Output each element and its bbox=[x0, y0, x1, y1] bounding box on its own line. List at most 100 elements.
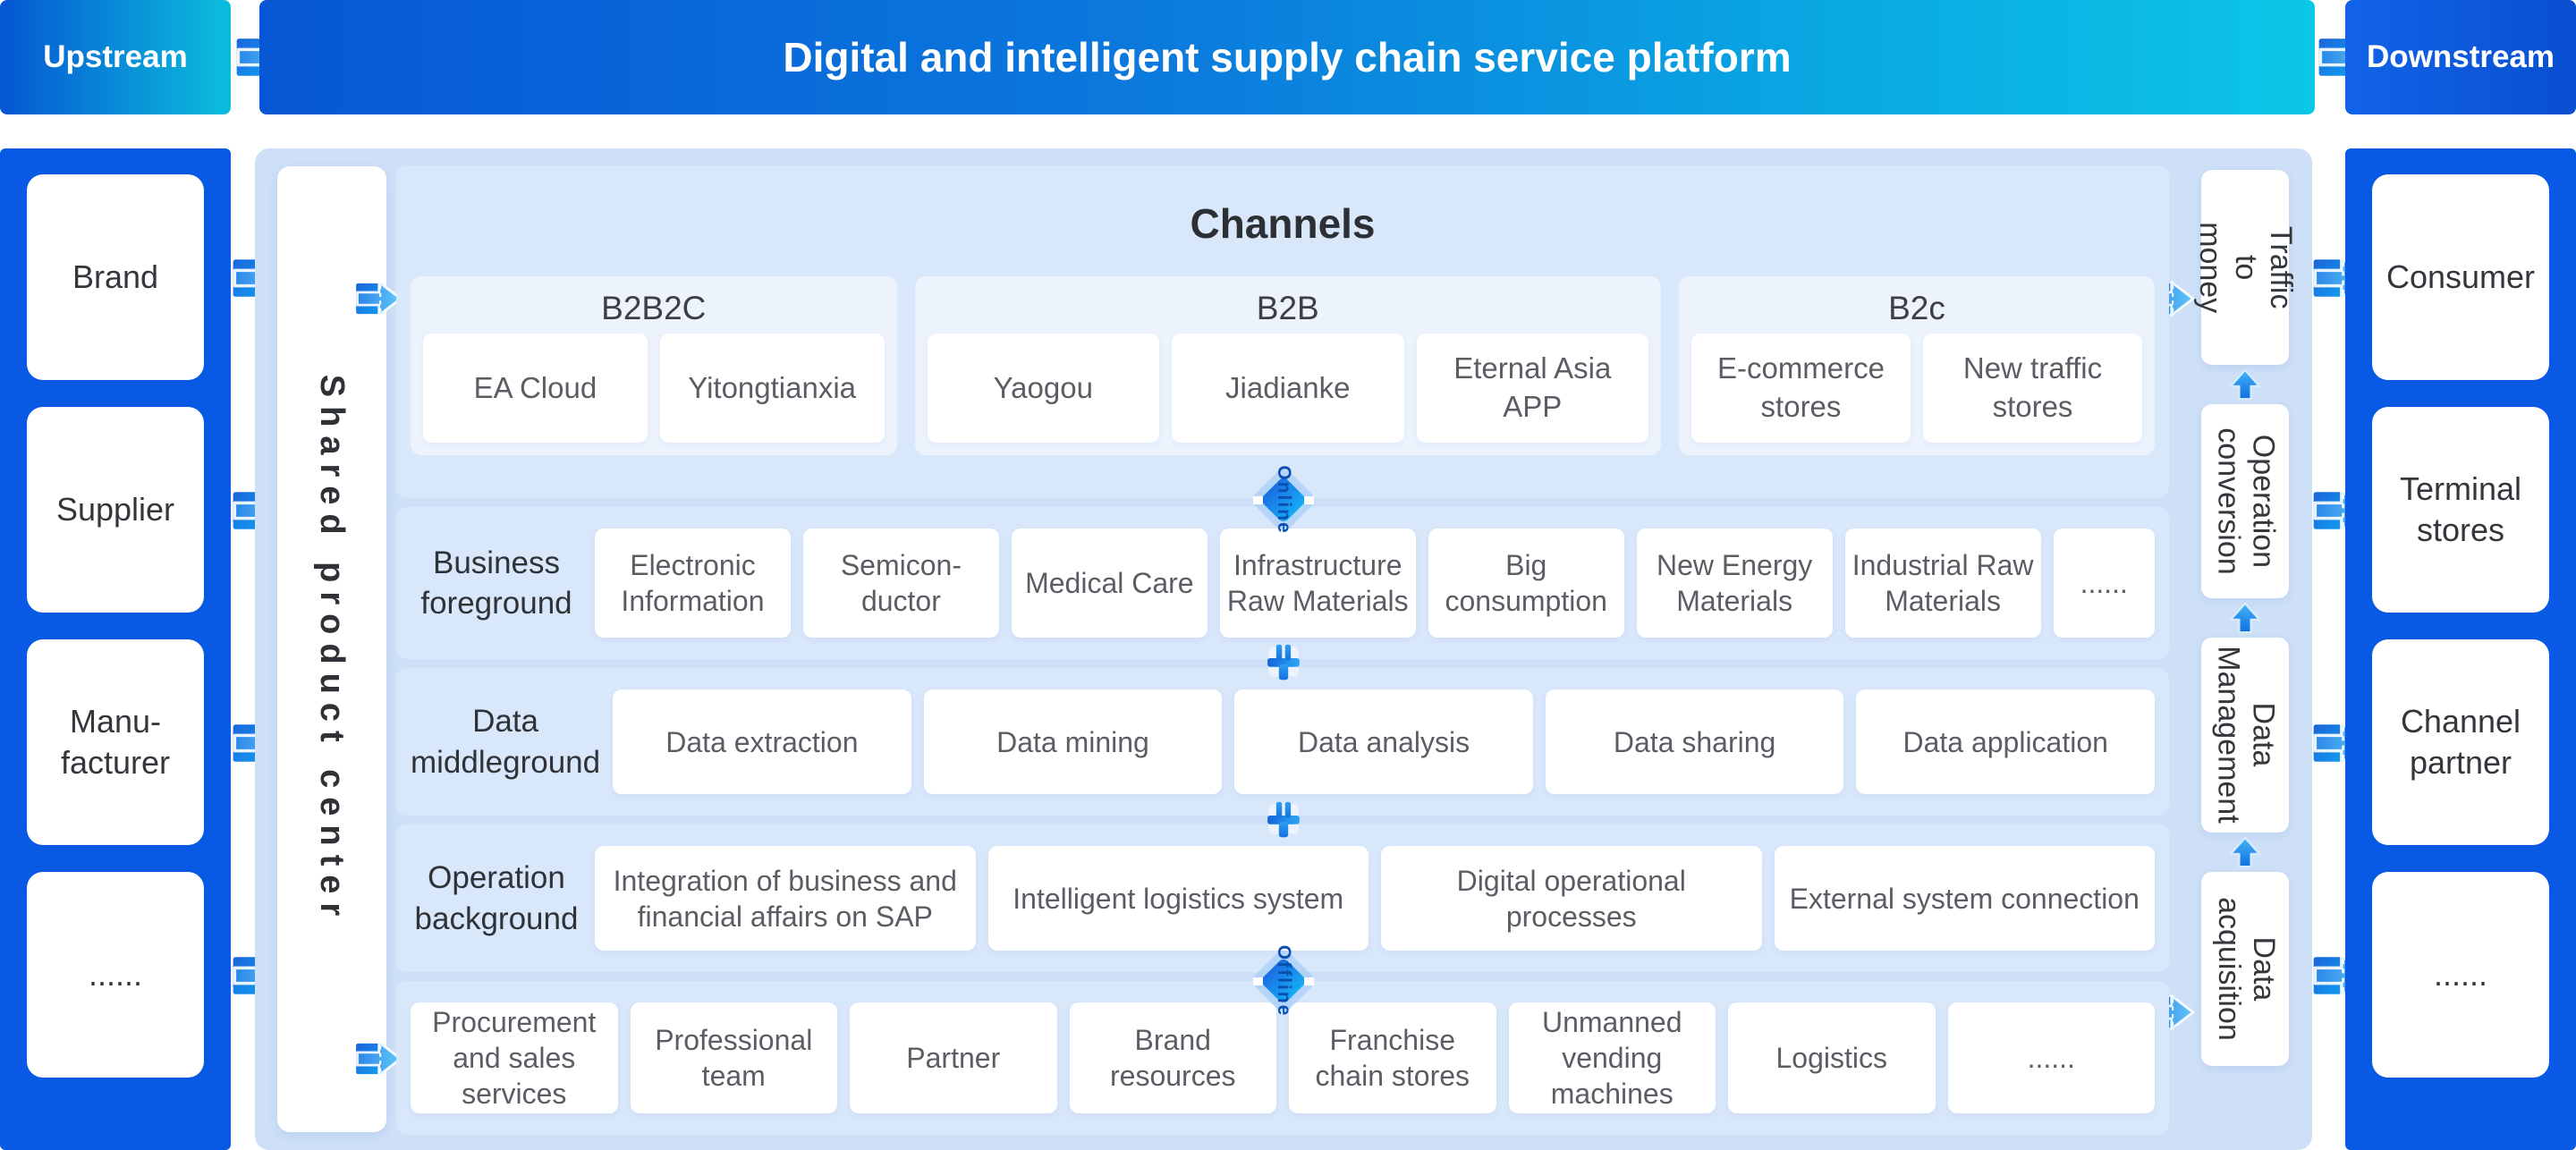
supplier-card: Supplier bbox=[27, 407, 204, 613]
downstream-label: Downstream bbox=[2345, 0, 2576, 114]
channel-item: EA Cloud bbox=[423, 334, 648, 443]
terminal-stores-label: Terminal stores bbox=[2399, 469, 2522, 548]
data-management-bar: Data Management bbox=[2201, 638, 2289, 833]
row-item: Intelligent logistics system bbox=[987, 846, 1368, 951]
flow-arrow-icon bbox=[350, 1030, 407, 1087]
flow-arrow-icon bbox=[350, 270, 407, 327]
terminal-stores-card: Terminal stores bbox=[2372, 407, 2549, 613]
brand-card: Brand bbox=[27, 174, 204, 380]
channel-item: Eternal Asia APP bbox=[1416, 334, 1648, 443]
consumer-card-label: Consumer bbox=[2385, 258, 2536, 295]
up-arrow-icon bbox=[2228, 598, 2262, 638]
offline-connector-icon: Offline bbox=[1248, 932, 1319, 1030]
upstream-text: Upstream bbox=[43, 39, 188, 74]
row-item: Industrial Raw Materials bbox=[1844, 528, 2041, 638]
row-item: Semicon-ductor bbox=[802, 528, 999, 638]
traffic-to-money-bar: Traffic to money bbox=[2193, 170, 2298, 365]
channel-partner-label: Channel partner bbox=[2400, 702, 2521, 781]
group-b2b-label: B2B bbox=[1256, 290, 1319, 326]
right-process-bars: Traffic to money Operation conversion Da… bbox=[2193, 170, 2298, 1066]
resources-row: Procurement and sales services Professio… bbox=[396, 981, 2169, 1135]
row-item: Data extraction bbox=[613, 689, 911, 794]
operation-conversion-bar: Operation conversion bbox=[2201, 403, 2289, 598]
channel-item-label: Yitongtianxia bbox=[688, 370, 857, 404]
row-item-label: ...... bbox=[2080, 567, 2128, 599]
group-b2c: B2c E-commerce stores New traffic stores bbox=[1678, 276, 2155, 455]
diamond-notch bbox=[1253, 977, 1263, 985]
group-b2b2c-label: B2B2C bbox=[601, 290, 707, 326]
row-item-label: ...... bbox=[2027, 1042, 2075, 1074]
channel-item-label: Yaogou bbox=[993, 370, 1093, 404]
diamond-notch bbox=[1304, 977, 1314, 985]
channel-item-label: Jiadianke bbox=[1225, 370, 1351, 404]
row-item-label: Integration of business and financial af… bbox=[613, 864, 957, 933]
row-item-label: Data extraction bbox=[665, 725, 859, 758]
channel-item: New traffic stores bbox=[1923, 334, 2143, 443]
row-item-label: Data mining bbox=[996, 725, 1149, 758]
row-item: Partner bbox=[850, 1002, 1057, 1113]
row-item: Unmanned vending machines bbox=[1508, 1002, 1716, 1113]
more-upstream-label: ...... bbox=[88, 955, 142, 993]
row-item-label: Digital operational processes bbox=[1456, 864, 1686, 933]
channel-item-label: E-commerce stores bbox=[1716, 351, 1885, 423]
channel-partner-card: Channel partner bbox=[2372, 639, 2549, 845]
data-acquisition-bar: Data acquisition bbox=[2201, 871, 2289, 1066]
channel-item: E-commerce stores bbox=[1690, 334, 1911, 443]
platform-panel: Shared product center Channels B2B2C EA … bbox=[255, 148, 2312, 1150]
row-item-label: Professional team bbox=[655, 1024, 813, 1092]
row-item-label: Franchise chain stores bbox=[1315, 1024, 1470, 1092]
row-item-label: Brand resources bbox=[1110, 1024, 1236, 1092]
row-label: Business foreground bbox=[420, 545, 572, 622]
row-item-label: Data analysis bbox=[1297, 725, 1470, 758]
row-item: Infrastructure Raw Materials bbox=[1219, 528, 1416, 638]
row-item: Data sharing bbox=[1545, 689, 1844, 794]
business-foreground-row: Business foreground Electronic Informati… bbox=[396, 507, 2169, 659]
row-item: External system connection bbox=[1774, 846, 2155, 951]
row-item: Data analysis bbox=[1234, 689, 1533, 794]
row-item: Digital operational processes bbox=[1381, 846, 1762, 951]
upstream-label: Upstream bbox=[0, 0, 231, 114]
channel-item-label: Eternal Asia APP bbox=[1453, 351, 1612, 423]
operation-conversion-label: Operation conversion bbox=[2211, 427, 2281, 575]
row-item: Brand resources bbox=[1069, 1002, 1276, 1113]
upstream-column: Brand Supplier Manu-facturer ...... bbox=[0, 148, 231, 1150]
row-item: Medical Care bbox=[1011, 528, 1208, 638]
row-item-label: Big consumption bbox=[1445, 549, 1607, 617]
online-label: Online bbox=[1274, 465, 1294, 535]
channel-item-label: EA Cloud bbox=[473, 370, 597, 404]
row-item-more: ...... bbox=[2053, 528, 2155, 638]
data-acquisition-label: Data acquisition bbox=[2211, 896, 2281, 1041]
operation-background-row: Operation background Integration of busi… bbox=[396, 824, 2169, 972]
row-item-label: New Energy Materials bbox=[1657, 549, 1813, 617]
row-item-label: Procurement and sales services bbox=[432, 1006, 597, 1110]
row-item-more: ...... bbox=[1947, 1002, 2155, 1113]
more-upstream-card: ...... bbox=[27, 872, 204, 1078]
shared-product-center-label: Shared product center bbox=[313, 374, 352, 925]
channel-item: Jiadianke bbox=[1172, 334, 1404, 443]
row-item-label: Partner bbox=[906, 1042, 1001, 1074]
group-b2b2c: B2B2C EA Cloud Yitongtianxia bbox=[411, 276, 897, 455]
diamond-notch bbox=[1304, 495, 1314, 504]
channel-item: Yaogou bbox=[927, 334, 1160, 443]
row-item: Data application bbox=[1856, 689, 2155, 794]
brand-card-label: Brand bbox=[72, 258, 159, 295]
consumer-card: Consumer bbox=[2372, 174, 2549, 380]
channels-panel: Channels B2B2C EA Cloud Yitongtianxia B2… bbox=[396, 165, 2169, 498]
downstream-text: Downstream bbox=[2366, 39, 2555, 74]
row-item: Logistics bbox=[1728, 1002, 1936, 1113]
row-item-label: Medical Care bbox=[1025, 567, 1194, 599]
row-item: Franchise chain stores bbox=[1289, 1002, 1496, 1113]
row-item-label: Data sharing bbox=[1613, 725, 1776, 758]
row-label: Data middleground bbox=[411, 704, 601, 780]
up-arrow-icon bbox=[2228, 365, 2262, 404]
manufacturer-card-label: Manu-facturer bbox=[60, 702, 171, 781]
plus-connector-icon bbox=[1260, 638, 1307, 685]
more-downstream-card: ...... bbox=[2372, 872, 2549, 1078]
row-item: Procurement and sales services bbox=[411, 1002, 618, 1113]
channels-title: Channels bbox=[1190, 200, 1376, 247]
row-item: Professional team bbox=[630, 1002, 837, 1113]
row-item: Big consumption bbox=[1428, 528, 1624, 638]
diamond-notch bbox=[1253, 495, 1263, 504]
row-item: Electronic Information bbox=[595, 528, 791, 638]
